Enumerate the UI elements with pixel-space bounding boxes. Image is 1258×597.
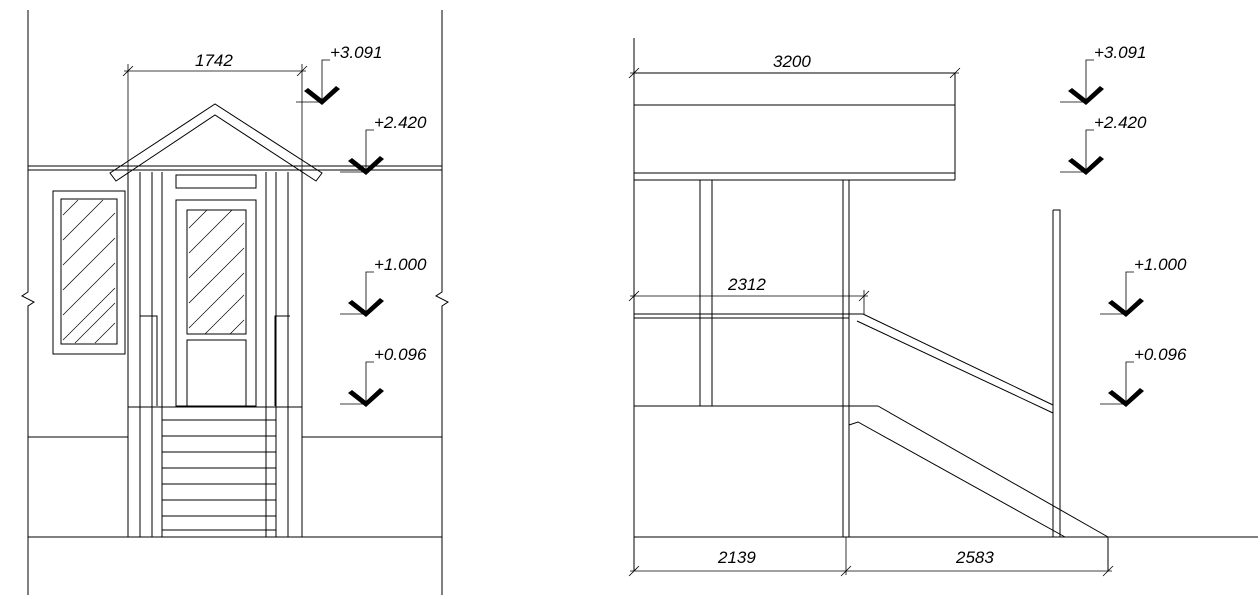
level-marker-0096: +0.096	[340, 345, 427, 407]
level-marker-1000: +1.000	[340, 255, 427, 317]
svg-text:+2.420: +2.420	[1094, 113, 1147, 132]
svg-text:+2.420: +2.420	[374, 113, 427, 132]
level-marker-3091: +3.091	[296, 43, 382, 105]
side-canopy	[634, 72, 956, 181]
svg-text:+0.096: +0.096	[1134, 345, 1187, 364]
door	[175, 199, 257, 407]
svg-text:+3.091: +3.091	[330, 43, 382, 62]
porch-posts	[127, 172, 303, 537]
svg-text:+1.000: +1.000	[374, 255, 427, 274]
side-elevation: 3200 2312 2139 2583 +3.091	[628, 38, 1258, 577]
right-railing	[274, 315, 290, 406]
side-level-marker-1000: +1.000	[1100, 255, 1187, 317]
front-elevation: 1742 +3.091 +2.420 +1.000 +0.096	[21, 10, 449, 595]
dimension-top: 3200	[628, 52, 961, 79]
dimension-middle: 2312	[628, 275, 870, 314]
side-level-marker-0096: +0.096	[1100, 345, 1187, 407]
rear-post	[1052, 209, 1061, 537]
transom	[175, 174, 257, 189]
svg-text:+3.091: +3.091	[1094, 43, 1146, 62]
dimension-label-1742: 1742	[195, 51, 233, 70]
svg-text:+0.096: +0.096	[374, 345, 427, 364]
side-stair	[848, 405, 1109, 538]
left-railing	[140, 315, 158, 406]
svg-text:+1.000: +1.000	[1134, 255, 1187, 274]
side-posts	[699, 180, 850, 537]
left-boundary-line	[21, 10, 35, 595]
level-marker-2420: +2.420	[340, 113, 427, 175]
dimension-label-2312: 2312	[727, 275, 766, 294]
dimension-width-top: 1742	[122, 51, 308, 172]
side-level-marker-2420: +2.420	[1060, 113, 1147, 175]
dimension-label-2139: 2139	[717, 548, 756, 567]
porch-roof	[109, 103, 323, 182]
dimension-label-3200: 3200	[773, 52, 811, 71]
side-level-marker-3091: +3.091	[1060, 43, 1146, 105]
dimension-bottom: 2139 2583	[628, 537, 1114, 577]
right-boundary-line	[435, 10, 449, 595]
side-railing	[634, 313, 1054, 414]
window	[52, 190, 126, 355]
steps	[162, 419, 276, 531]
dimension-label-2583: 2583	[955, 548, 994, 567]
